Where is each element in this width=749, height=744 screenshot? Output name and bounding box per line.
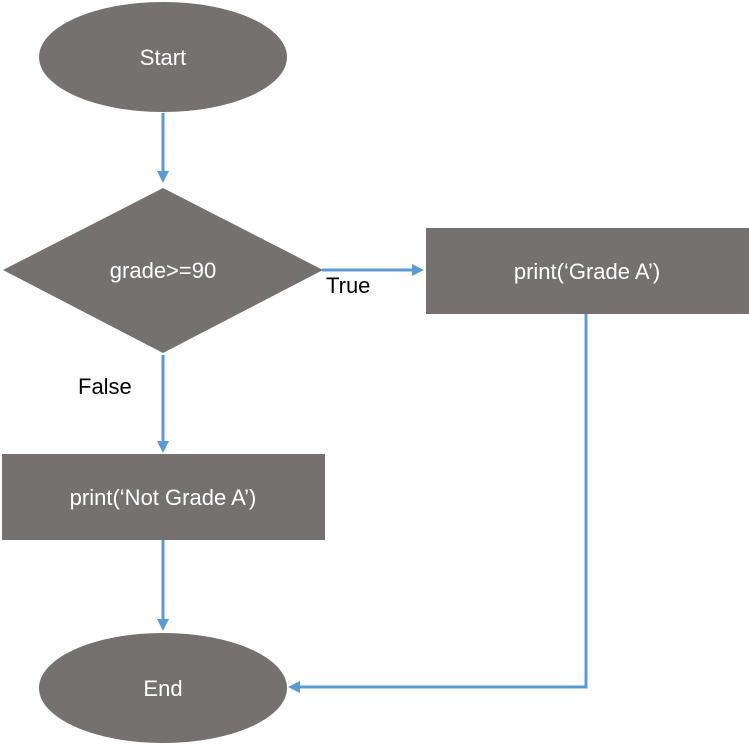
start-ellipse [39, 2, 287, 112]
print-grade-a-box [426, 228, 749, 314]
false-edge-label: False [78, 374, 132, 399]
print-not-grade-a-label: print(‘Not Grade A’) [70, 485, 257, 510]
end-ellipse [39, 633, 287, 743]
start-node: Start [39, 2, 287, 112]
print-grade-a-label: print(‘Grade A’) [514, 259, 660, 284]
arrowhead-decision-true [412, 264, 424, 276]
print-grade-a-node: print(‘Grade A’) [426, 228, 749, 314]
print-not-grade-a-box [2, 454, 325, 540]
arrowhead-decision-false [157, 441, 169, 453]
decision-node: grade>=90 [3, 188, 323, 353]
decision-label: grade>=90 [110, 258, 216, 283]
true-edge-label: True [326, 273, 370, 298]
connectors [157, 113, 588, 693]
end-node: End [39, 633, 287, 743]
arrowhead-print-not-a-to-end [157, 619, 169, 631]
decision-diamond [3, 188, 323, 353]
arrowhead-print-a-to-end [288, 681, 300, 693]
print-not-grade-a-node: print(‘Not Grade A’) [2, 454, 325, 540]
end-label: End [143, 676, 182, 701]
edge-print-a-to-end [299, 314, 588, 689]
arrowhead-start-to-decision [157, 171, 169, 183]
start-label: Start [140, 45, 186, 70]
